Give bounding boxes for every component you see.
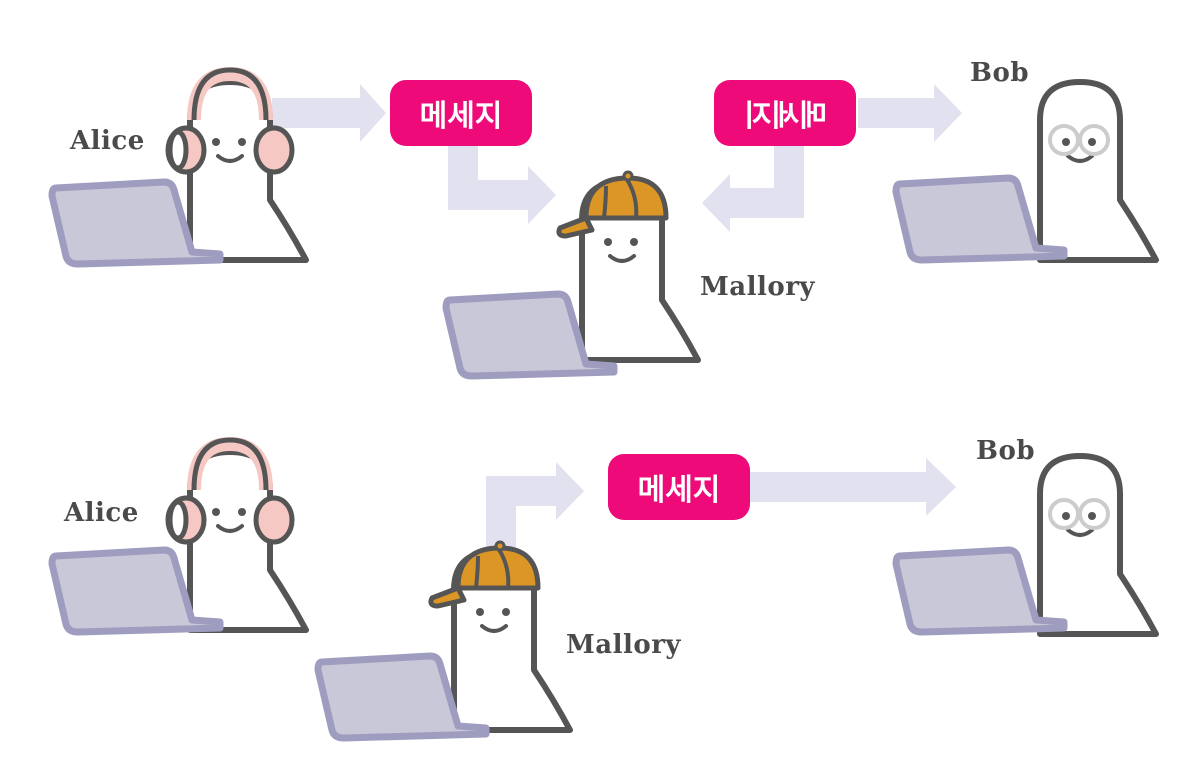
- bottom-mallory-label: Mallory: [566, 630, 682, 660]
- top-arrow-alice-to-message: [272, 84, 386, 142]
- bottom-bob-character: [1040, 456, 1156, 634]
- top-bob-character: [1040, 82, 1156, 260]
- bottom-alice-label: Alice: [64, 498, 139, 528]
- top-alice-label: Alice: [70, 126, 145, 156]
- top-altered-message-box: 메세지: [714, 80, 856, 146]
- top-bob-label: Bob: [970, 58, 1029, 88]
- top-message-box: 메세지: [390, 80, 532, 146]
- top-mallory-label: Mallory: [700, 272, 816, 302]
- top-arrow-message-to-mallory: [448, 140, 556, 224]
- bottom-bob-label: Bob: [976, 436, 1035, 466]
- altered-message-text: 메세지: [743, 99, 827, 134]
- top-arrow-mallory-to-altered: [702, 140, 804, 232]
- bottom-arrow-mallory-to-message: [486, 462, 584, 556]
- bottom-arrow-message-to-bob: [748, 458, 956, 516]
- top-arrow-altered-to-bob: [858, 84, 962, 142]
- bottom-message-box: 메세지: [608, 454, 750, 520]
